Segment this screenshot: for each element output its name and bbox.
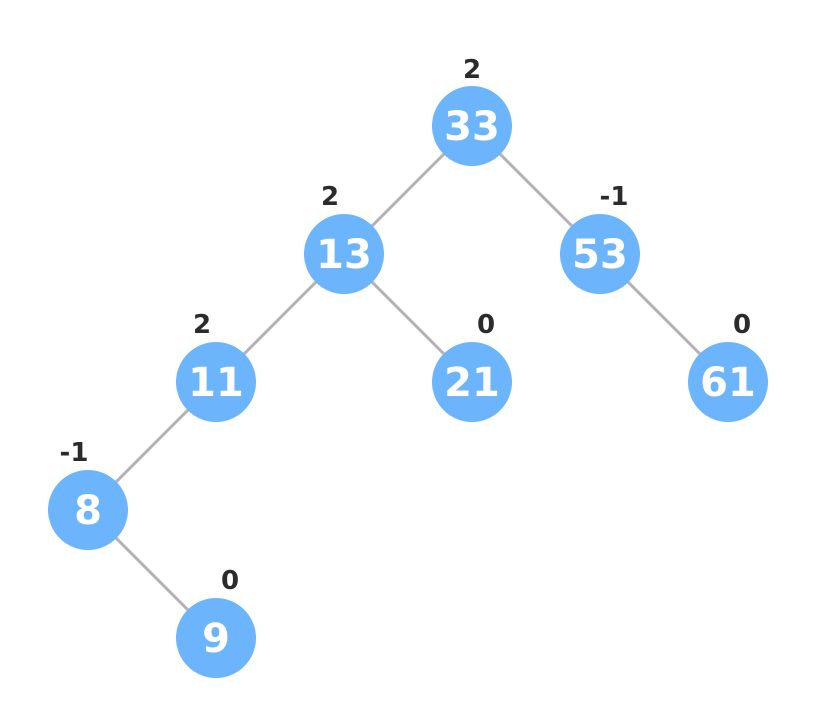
balance-labels-layer: 2 2 -1 2 0 0 -1 0 — [60, 55, 751, 596]
node-circle — [688, 342, 768, 422]
balance-factor-13: 2 — [321, 182, 339, 212]
node-circle — [176, 598, 256, 678]
tree-node-11: 11 — [176, 342, 256, 422]
balance-factor-8: -1 — [60, 438, 89, 468]
nodes-layer: 33 13 53 11 21 61 8 9 — [48, 86, 768, 678]
node-circle — [432, 342, 512, 422]
node-value: 8 — [74, 488, 102, 534]
node-circle — [176, 342, 256, 422]
node-circle — [560, 214, 640, 294]
balance-factor-61: 0 — [733, 310, 751, 340]
balance-factor-33: 2 — [463, 55, 481, 85]
tree-node-21: 21 — [432, 342, 512, 422]
balance-factor-21: 0 — [477, 310, 495, 340]
balance-factor-9: 0 — [221, 566, 239, 596]
node-value: 9 — [202, 616, 230, 662]
tree-node-8: 8 — [48, 470, 128, 550]
tree-node-53: 53 — [560, 214, 640, 294]
tree-node-33: 33 — [432, 86, 512, 166]
node-circle — [48, 470, 128, 550]
node-value: 33 — [444, 104, 500, 150]
node-value: 61 — [700, 360, 756, 406]
node-value: 13 — [316, 232, 372, 278]
balance-factor-53: -1 — [600, 182, 629, 212]
node-circle — [304, 214, 384, 294]
node-circle — [432, 86, 512, 166]
tree-node-61: 61 — [688, 342, 768, 422]
node-value: 11 — [188, 360, 244, 406]
node-value: 21 — [444, 360, 500, 406]
node-value: 53 — [572, 232, 628, 278]
balance-factor-11: 2 — [193, 310, 211, 340]
tree-node-13: 13 — [304, 214, 384, 294]
tree-node-9: 9 — [176, 598, 256, 678]
